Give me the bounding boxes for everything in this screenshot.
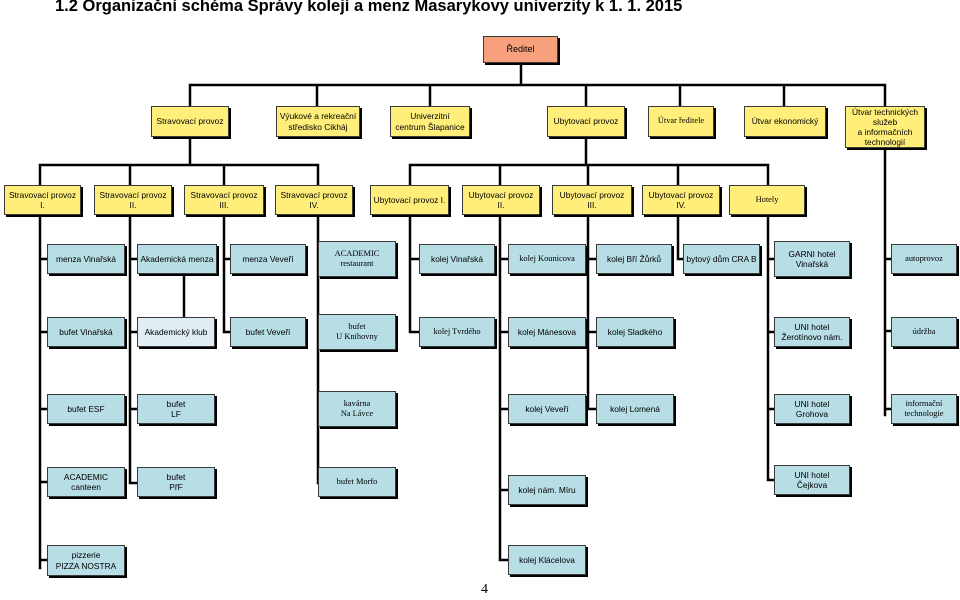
unit-kolej-lomena: kolej Lomená bbox=[596, 394, 674, 424]
unit-kolej-vinarska: kolej Vinařská bbox=[419, 244, 495, 274]
section-stravovaci-provoz-2: Stravovací provoz II. bbox=[94, 185, 172, 215]
unit-academic-restaurant: ACADEMIC restaurant bbox=[318, 241, 396, 277]
unit-bufet-esf: bufet ESF bbox=[47, 394, 125, 424]
unit-bufet-lf: bufet LF bbox=[137, 394, 215, 424]
section-ubytovaci-provoz-4: Ubytovací provoz IV. bbox=[642, 185, 720, 215]
unit-uni-hotel-grohova: UNI hotel Grohova bbox=[774, 394, 850, 424]
unit-uni-hotel-cejkova: UNI hotel Čejkova bbox=[774, 465, 850, 495]
section-ubytovaci-provoz-2: Ubytovací provoz II. bbox=[462, 185, 540, 215]
unit-akademicka-menza: Akademická menza bbox=[137, 244, 217, 274]
unit-kolej-veveri: kolej Veveří bbox=[508, 394, 586, 424]
unit-bufet-vinarska: bufet Vinařská bbox=[47, 317, 125, 347]
director-box: Ředitel bbox=[483, 36, 558, 63]
unit-udrzba: údržba bbox=[891, 317, 957, 347]
section-stravovaci-provoz-4: Stravovací provoz IV. bbox=[275, 185, 353, 215]
section-ubytovaci-provoz-3: Ubytovací provoz III. bbox=[552, 185, 632, 215]
page-number: 4 bbox=[481, 582, 488, 597]
section-stravovaci-provoz-3: Stravovací provoz III. bbox=[184, 185, 264, 215]
dept-ubytovaci-provoz: Ubytovací provoz bbox=[547, 106, 625, 137]
unit-bufet-u-knihovny: bufet U Knihovny bbox=[318, 314, 396, 350]
dept-utvar-reditele: Útvar ředitele bbox=[648, 106, 714, 137]
unit-kolej-tvrdeho: kolej Tvrdého bbox=[419, 317, 495, 347]
unit-kavarna-na-lavce: kavárna Na Lávce bbox=[318, 391, 396, 427]
unit-pizzerie-pizza-nostra: pizzerie PIZZA NOSTRA bbox=[47, 545, 125, 576]
unit-kolej-kounicova: kolej Kounicova bbox=[508, 244, 586, 274]
unit-menza-vinarska: menza Vinařská bbox=[47, 244, 125, 274]
unit-kolej-manesova: kolej Mánesova bbox=[508, 317, 586, 347]
dept-vyukove-rekreacni-stredisko: Výukové a rekreační středisko Cikháj bbox=[276, 106, 360, 137]
unit-kolej-nam-miru: kolej nám. Míru bbox=[508, 475, 586, 505]
unit-informacni-technologie: informační technologie bbox=[891, 394, 957, 424]
unit-kolej-klacelova: kolej Klácelova bbox=[508, 545, 586, 575]
unit-bufet-morfo: bufet Morfo bbox=[318, 467, 396, 497]
unit-uni-hotel-zerotinovo: UNI hotel Žerotínovo nám. bbox=[774, 317, 850, 347]
section-hotely: Hotely bbox=[729, 185, 805, 215]
unit-academic-canteen: ACADEMIC canteen bbox=[47, 467, 125, 497]
unit-menza-veveri: menza Veveří bbox=[230, 244, 306, 274]
unit-kolej-sladkeho: kolej Sladkého bbox=[596, 317, 674, 347]
dept-stravovaci-provoz: Stravovací provoz bbox=[151, 106, 229, 137]
unit-akademicky-klub: Akademický klub bbox=[137, 317, 215, 347]
unit-garni-hotel: GARNI hotel Vinařská bbox=[774, 241, 850, 277]
section-stravovaci-provoz-1: Stravovací provoz I. bbox=[4, 185, 81, 215]
unit-bytovy-dum: bytový dům CRA B bbox=[683, 244, 760, 274]
unit-kolej-bri-zurku: kolej Bří Žůrků bbox=[596, 244, 672, 274]
unit-bufet-veveri: bufet Veveří bbox=[230, 317, 306, 347]
section-ubytovaci-provoz-1: Ubytovací provoz I. bbox=[370, 185, 449, 215]
dept-utvar-ekonomicky: Útvar ekonomický bbox=[744, 106, 826, 137]
unit-autoprovoz: autoprovoz bbox=[891, 244, 957, 274]
dept-utvar-technickych-sluzeb: Útvar technických služeb a informačních … bbox=[845, 106, 925, 148]
page-title: 1.2 Organizační schéma Správy kolejí a m… bbox=[55, 0, 683, 15]
dept-univerzitni-centrum: Univerzitní centrum Šlapanice bbox=[390, 106, 470, 137]
unit-bufet-prf: bufet PřF bbox=[137, 467, 215, 497]
